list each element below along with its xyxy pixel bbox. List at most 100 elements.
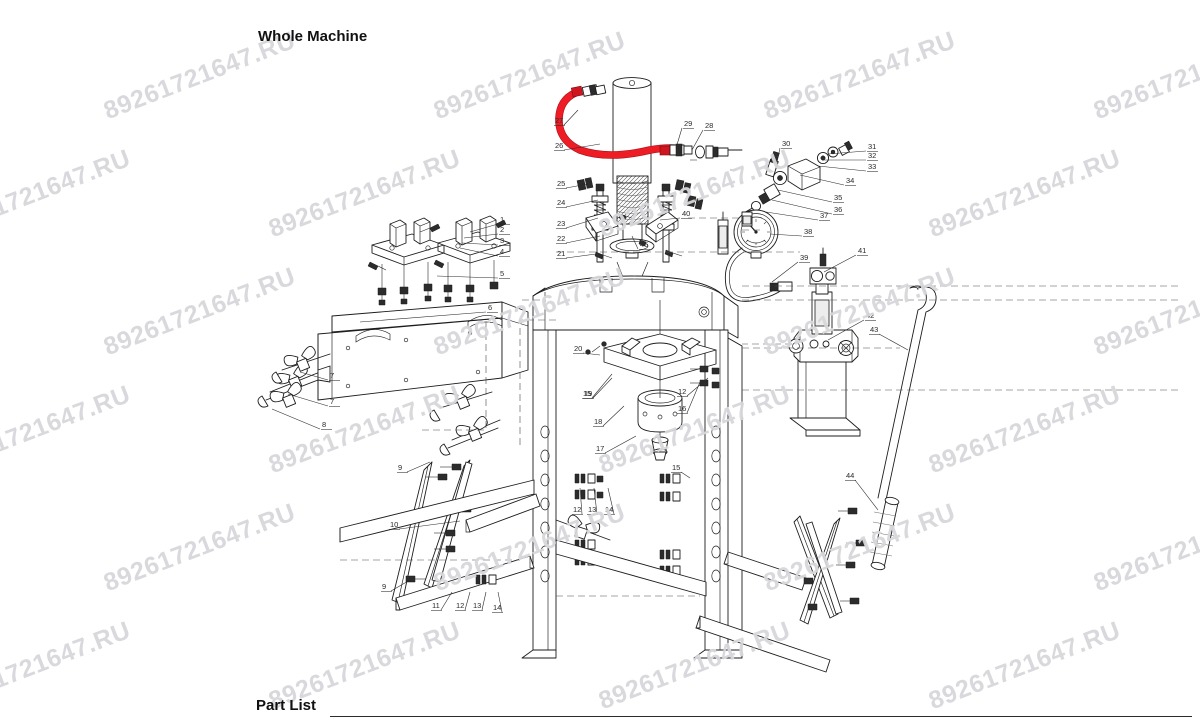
callout-leader-line xyxy=(774,147,781,173)
callout-leader-line xyxy=(287,393,329,407)
callout-number: 12 xyxy=(573,505,581,514)
callout-number: 7 xyxy=(330,371,334,380)
press-bed-plate xyxy=(317,301,529,401)
callout-leader-line xyxy=(854,479,879,511)
callout-leader-line xyxy=(565,199,599,208)
callout-number: 20 xyxy=(574,344,582,353)
callout-leader-line xyxy=(771,199,833,215)
callout-number: 29 xyxy=(684,119,692,128)
callout-number: 30 xyxy=(782,139,790,148)
callout-number: 22 xyxy=(557,234,565,243)
fitting-28-29 xyxy=(695,145,743,159)
right-leg-assembly xyxy=(695,507,866,673)
support-pin-wingnut-set xyxy=(257,322,611,541)
callout-leader-line xyxy=(765,211,819,221)
callout-number: 43 xyxy=(870,325,878,334)
valve-stem-30 xyxy=(765,151,780,178)
page-title-part-list: Part List xyxy=(256,697,317,714)
callout-number: 28 xyxy=(705,121,713,130)
callout-leader-line xyxy=(771,261,799,283)
callout-number: 37 xyxy=(820,211,828,220)
callout-number: 9 xyxy=(382,582,386,591)
callout-number: 11 xyxy=(432,601,440,610)
callout-number: 39 xyxy=(800,253,808,262)
callout-number: 15 xyxy=(583,389,591,398)
callout-leader-line xyxy=(463,233,499,239)
callout-number: 18 xyxy=(594,417,602,426)
callout-leader-line xyxy=(769,233,803,237)
top-fastener-columns xyxy=(576,177,753,263)
callout-number: 13 xyxy=(588,505,596,514)
callout-number: 2 xyxy=(500,225,504,234)
callout-number: 15 xyxy=(672,463,680,472)
callout-leader-line xyxy=(436,275,499,279)
callout-number: 41 xyxy=(858,246,866,255)
callout-number: 42 xyxy=(866,311,874,320)
gauge-manifold-group xyxy=(717,140,853,302)
callout-leader-line xyxy=(390,579,411,592)
callout-number: 8 xyxy=(322,420,326,429)
pin-right-b xyxy=(429,384,493,422)
callout-leader-line xyxy=(565,253,597,259)
callout-leader-line xyxy=(459,247,499,257)
callout-leader-line xyxy=(464,591,471,611)
hose-fitting-left xyxy=(570,84,607,98)
callout-leader-line xyxy=(659,217,681,221)
callout-leader-line xyxy=(604,435,637,454)
callout-leader-line xyxy=(406,461,431,473)
callout-number: 38 xyxy=(804,227,812,236)
callout-leader-line xyxy=(799,174,845,186)
callout-number: 31 xyxy=(868,142,876,151)
callout-leader-line xyxy=(675,127,683,149)
callout-number: 21 xyxy=(557,249,565,258)
callout-number: 12 xyxy=(678,387,686,396)
callout-number: 7 xyxy=(330,397,334,406)
callout-number: 16 xyxy=(678,404,686,413)
callout-leader-line xyxy=(592,377,613,399)
callout-number: 5 xyxy=(500,269,504,278)
callout-leader-line xyxy=(563,143,601,151)
callout-number: 14 xyxy=(493,603,501,612)
callout-leader-line xyxy=(398,520,461,530)
callout-leader-line xyxy=(817,165,867,172)
callout-number: 17 xyxy=(596,444,604,453)
callout-leader-line xyxy=(579,487,583,515)
callout-number: 34 xyxy=(846,176,854,185)
callout-leader-line xyxy=(359,311,487,323)
callout-leader-line xyxy=(565,217,599,229)
callout-leader-line xyxy=(878,333,909,351)
callout-leader-line xyxy=(680,471,691,479)
callout-number: 45 xyxy=(640,240,648,249)
wingnut-left-extra xyxy=(269,382,302,408)
side-bracket-right xyxy=(645,211,679,243)
callout-number: 1 xyxy=(500,215,504,224)
callout-leader-line xyxy=(565,183,589,189)
hand-pump-group xyxy=(788,247,861,437)
callout-leader-line xyxy=(299,371,329,381)
callout-leader-line xyxy=(461,242,499,246)
callout-leader-line xyxy=(469,223,499,233)
callout-number: 36 xyxy=(834,205,842,214)
callout-leader-line xyxy=(686,381,701,414)
callout-number: 32 xyxy=(868,151,876,160)
callout-leader-line xyxy=(827,319,865,341)
callout-number: 14 xyxy=(605,505,613,514)
callout-leader-line xyxy=(827,150,867,155)
callout-leader-line xyxy=(481,591,487,611)
callout-leader-line xyxy=(440,591,453,611)
callout-number: 9 xyxy=(398,463,402,472)
bottom-bed-rails xyxy=(339,479,707,597)
callout-number: 19 xyxy=(584,389,592,398)
callout-number: 12 xyxy=(456,601,464,610)
part-list-divider xyxy=(330,716,1192,717)
press-head-assembly xyxy=(585,300,717,461)
hose-fitting-right xyxy=(659,143,693,157)
pin-right-a xyxy=(439,416,501,456)
pump-handle-group xyxy=(869,285,937,571)
page-title-whole-machine: Whole Machine xyxy=(258,28,368,45)
callout-leader-line xyxy=(631,235,639,250)
hydraulic-hose-group xyxy=(555,84,693,159)
